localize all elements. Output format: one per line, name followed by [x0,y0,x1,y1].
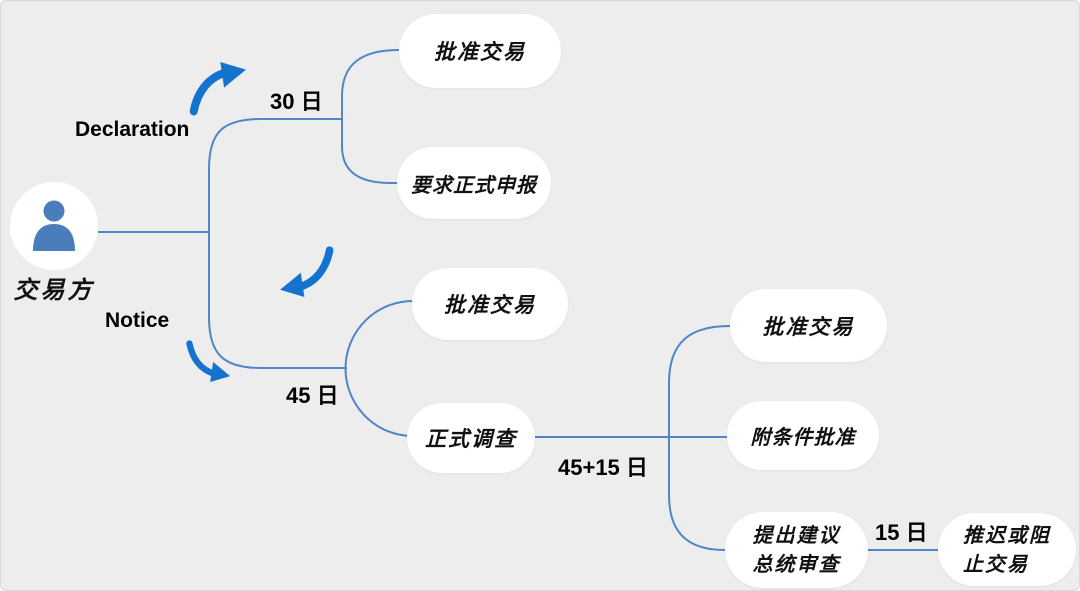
block-line-2: 止交易 [963,551,1029,576]
duration-45-days: 45 日 [286,383,339,408]
connector-extended-fork [668,325,731,551]
declaration-branch-label: Declaration [75,118,190,141]
block-line-1: 推迟或阻 [963,522,1051,547]
node-conditional-approval: 附条件批准 [727,401,879,470]
node-approve-transaction-notice: 批准交易 [412,268,568,340]
person-icon [10,182,98,270]
arrow-up-right-icon [194,62,246,111]
notice-branch-label: Notice [105,309,170,332]
arrow-down-left-icon [280,250,330,297]
node-approve-transaction-extended: 批准交易 [730,289,887,362]
connector-main-fork [208,118,347,369]
node-approve-transaction-declaration: 批准交易 [399,14,561,88]
duration-30-days: 30 日 [270,89,323,114]
connector-declaration-fork [341,49,400,184]
recommend-line-2: 总统审查 [752,552,841,576]
duration-45-plus-15-days: 45+15 日 [558,455,648,480]
connector-lines [98,49,938,551]
duration-15-days: 15 日 [875,520,928,545]
arrow-down-right-icon [189,344,230,382]
node-postpone-or-block-transaction: 推迟或阻 止交易 [938,513,1076,586]
node-formal-investigation: 正式调查 [407,403,535,473]
node-require-formal-declaration: 要求正式申报 [397,147,551,219]
connector-notice-fork [344,299,415,437]
node-recommend-presidential-review: 提出建议 总统审查 [725,512,868,588]
root-party-label: 交易方 [13,275,95,304]
recommend-line-1: 提出建议 [752,523,841,547]
